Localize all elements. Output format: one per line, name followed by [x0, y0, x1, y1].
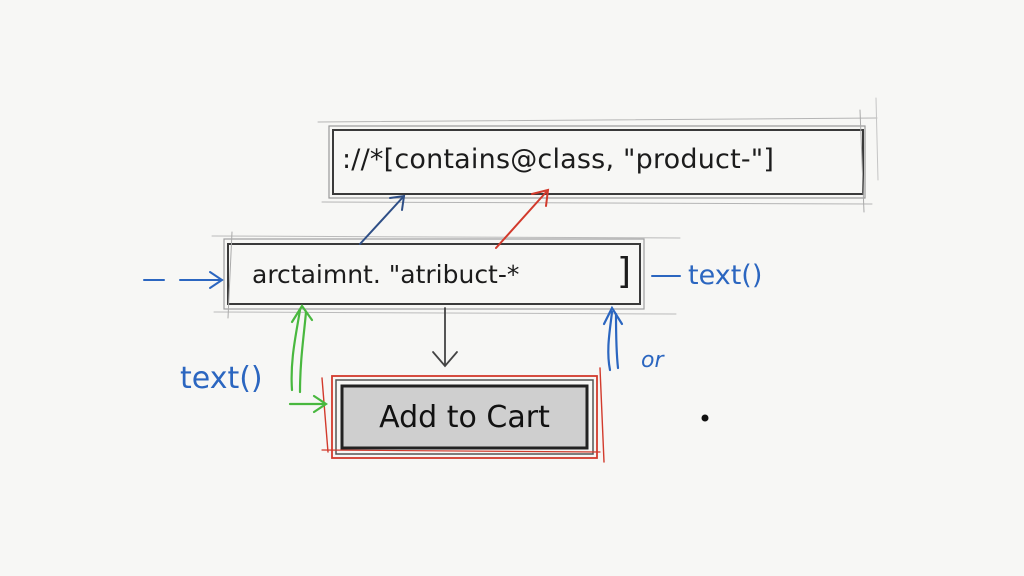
- arrow-right-icon: [143, 271, 224, 289]
- attribute-expression: arctaimnt. "atribuct-*: [252, 260, 520, 289]
- text-annotation-right: text(): [688, 260, 763, 291]
- add-to-cart-button[interactable]: Add to Cart: [342, 386, 587, 448]
- xpath-expression: ://*[contains@class, "product-"]: [342, 144, 775, 175]
- arrow-up-icon: [359, 194, 406, 245]
- arrow-down-icon: [432, 307, 458, 368]
- or-annotation: or: [641, 348, 664, 373]
- arrow-right-icon: [288, 394, 328, 414]
- text-annotation-left: text(): [180, 361, 263, 396]
- arrow-up-icon: [602, 305, 624, 372]
- xpath-box: [317, 97, 879, 213]
- add-to-cart-label: Add to Cart: [379, 399, 550, 435]
- cart-button-outline: [321, 367, 605, 463]
- arrow-up-icon: [495, 188, 550, 249]
- arrow-up-icon: [290, 304, 314, 394]
- attribute-closing-bracket: ]: [617, 251, 632, 292]
- dot-icon: [701, 414, 709, 422]
